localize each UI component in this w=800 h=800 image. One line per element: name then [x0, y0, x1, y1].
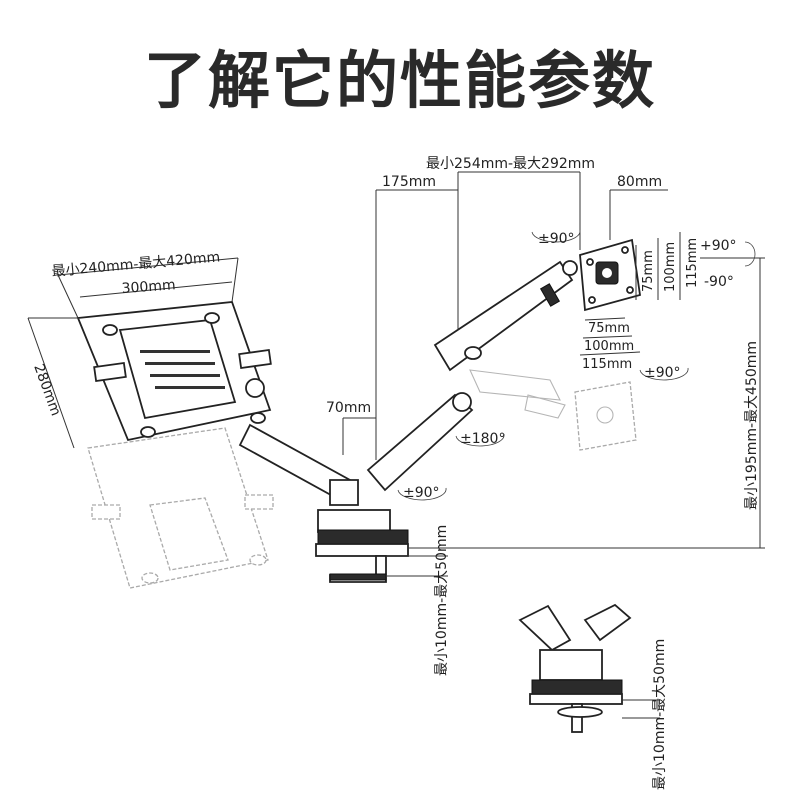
clamp-range-label: 最小10mm-最大50mm — [434, 525, 450, 676]
offset-70-label: 70mm — [326, 400, 371, 416]
rotate-180-label: ±180° — [460, 431, 505, 447]
offset-80-label: 80mm — [617, 174, 662, 190]
left-arm — [238, 423, 359, 506]
vesa-75-vert-label: 75mm — [641, 250, 656, 292]
rotate-right-label: ±90° — [644, 365, 681, 381]
desk-base — [315, 509, 409, 583]
vesa-115-label: 115mm — [582, 357, 632, 372]
vesa-100-label: 100mm — [584, 339, 634, 354]
height-range-label: 最小195mm-最大450mm — [744, 341, 760, 510]
vesa-100-vert-label: 100mm — [663, 242, 678, 292]
page-title: 了解它的性能参数 — [143, 44, 656, 117]
grommet-range-label: 最小10mm-最大50mm — [652, 639, 668, 790]
tray-width-label: 300mm — [121, 277, 176, 297]
offset-175-label: 175mm — [382, 174, 436, 190]
laptop-tray — [76, 301, 272, 442]
rotation-arcs — [397, 229, 756, 501]
vesa-75-label: 75mm — [588, 321, 630, 336]
tilt-down-label: -90° — [704, 274, 734, 290]
ghost-laptop-tray — [87, 427, 274, 589]
tilt-up-label: +90° — [700, 238, 737, 254]
vesa-plate — [579, 238, 642, 312]
tray-depth-label: 280mm — [30, 362, 64, 418]
dimension-lines — [27, 171, 765, 719]
ghost-arm — [469, 369, 637, 451]
grommet-mount — [518, 603, 632, 733]
rotate-base-label: ±90° — [403, 485, 440, 501]
right-arm — [366, 260, 578, 492]
arm-reach-label: 最小254mm-最大292mm — [426, 156, 595, 172]
tray-range-label: 最小240mm-最大420mm — [51, 249, 221, 280]
vesa-115-vert-label: 115mm — [685, 238, 700, 288]
rotate-top-label: ±90° — [538, 231, 575, 247]
